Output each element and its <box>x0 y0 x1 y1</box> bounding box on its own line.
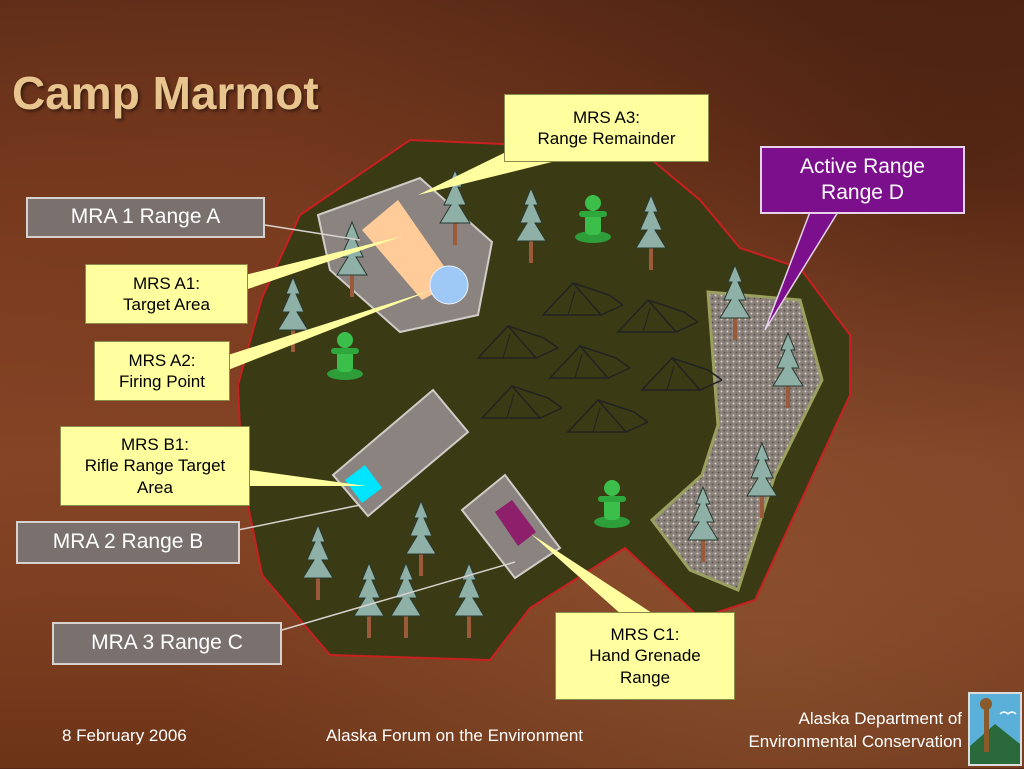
label-mrs-a1-line2: Target Area <box>123 295 210 314</box>
label-mrs-a3-line1: MRS A3: <box>572 107 641 127</box>
label-mrs-a2-line1: MRS A2: <box>128 350 196 370</box>
footer-org-line2: Environmental Conservation <box>748 731 962 751</box>
footer-date: 8 February 2006 <box>62 726 187 745</box>
label-mrs-a3-line2: Range Remainder <box>537 129 676 148</box>
label-mrs-b1-line2: Rifle Range Target <box>84 456 226 476</box>
label-mrs-a3: MRS A3: Range Remainder <box>504 94 709 162</box>
label-mrs-c1-line1: MRS C1: <box>610 625 680 645</box>
footer-org-line1: Alaska Department of <box>798 709 962 728</box>
label-mra1-text: MRA 1 Range A <box>70 205 221 229</box>
label-mra3: MRA 3 Range C <box>52 622 282 665</box>
label-active-range-line1: Active Range <box>800 154 925 178</box>
callout-line-mra2 <box>237 504 361 531</box>
callout-pointer-a1 <box>245 236 403 290</box>
grenade-range-c1 <box>495 500 536 546</box>
label-mrs-a1-line1: MRS A1: <box>132 273 201 293</box>
label-mrs-c1-line2: Hand Grenade <box>589 646 701 666</box>
callout-line-mra1 <box>264 224 361 241</box>
label-mrs-a2: MRS A2: Firing Point <box>94 341 230 401</box>
label-mrs-a1: MRS A1: Target Area <box>85 264 248 324</box>
label-mra2-text: MRA 2 Range B <box>52 530 204 554</box>
callout-line-mra3 <box>281 561 516 631</box>
label-mrs-c1-line3: Range <box>619 667 671 687</box>
rifle-target-b1 <box>345 465 382 503</box>
label-mrs-a2-line2: Firing Point <box>119 372 205 391</box>
footer-org: Alaska Department of Environmental Conse… <box>690 708 962 754</box>
label-mra1: MRA 1 Range A <box>26 197 265 238</box>
label-mra2: MRA 2 Range B <box>16 521 240 564</box>
label-mrs-b1-line1: MRS B1: <box>120 435 190 455</box>
dec-logo-icon <box>968 692 1022 766</box>
callout-pointer-b1 <box>250 470 366 486</box>
label-active-range-line2: Range D <box>821 181 904 204</box>
label-mrs-b1-line3: Area <box>137 477 173 497</box>
footer-event: Alaska Forum on the Environment <box>326 726 584 745</box>
firing-point-a2 <box>429 265 469 305</box>
slide-title: Camp Marmot <box>12 67 319 119</box>
target-area-a1 <box>362 200 455 300</box>
callout-pointer-c1 <box>531 534 655 615</box>
callout-pointer-a2 <box>228 290 432 370</box>
label-mra3-text: MRA 3 Range C <box>91 631 243 655</box>
